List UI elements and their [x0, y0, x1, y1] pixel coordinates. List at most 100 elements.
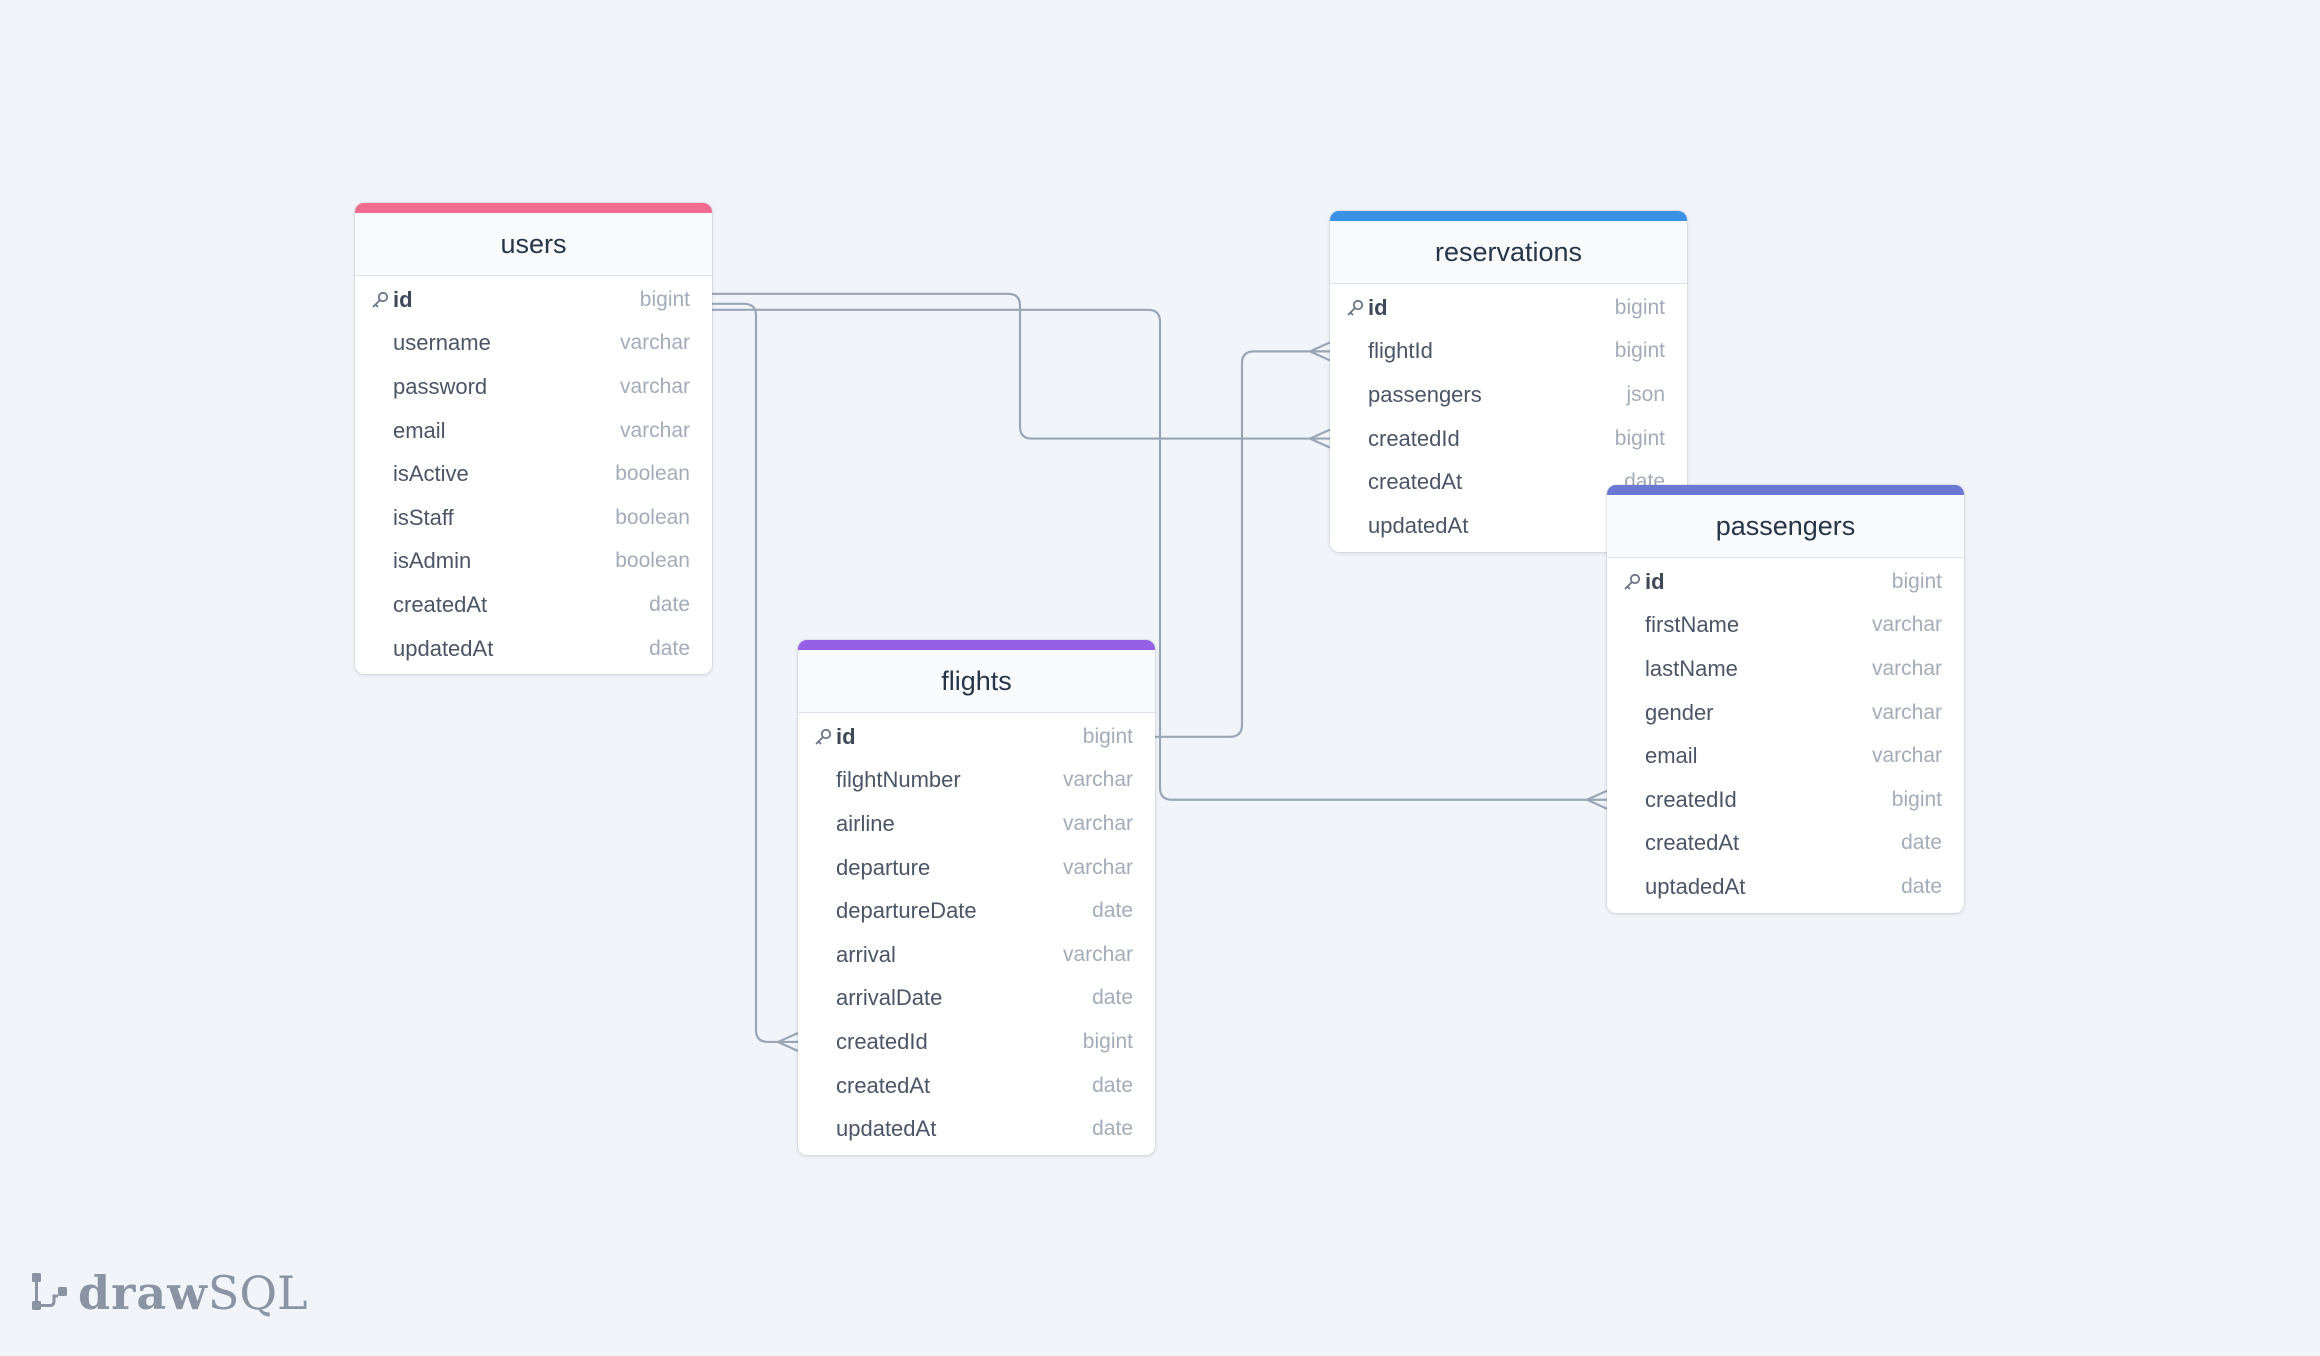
- column-type: bigint: [639, 287, 690, 311]
- column-name: email: [393, 417, 446, 443]
- column-row[interactable]: email varchar: [1607, 734, 1964, 778]
- column-spacer: [1342, 338, 1368, 364]
- column-spacer: [367, 330, 393, 356]
- logo-text-sql: SQL: [207, 1266, 308, 1320]
- column-name: gender: [1645, 699, 1714, 725]
- column-name: isStaff: [393, 504, 454, 530]
- table-accent-bar: [798, 640, 1155, 650]
- table-title[interactable]: flights: [798, 650, 1155, 713]
- column-name: firstName: [1645, 612, 1740, 638]
- column-spacer: [810, 767, 836, 793]
- column-spacer: [810, 1116, 836, 1142]
- column-spacer: [810, 942, 836, 968]
- column-spacer: [1619, 656, 1645, 682]
- column-name: uptadedAt: [1645, 873, 1746, 899]
- column-name: createdId: [836, 1028, 928, 1054]
- column-row[interactable]: email varchar: [355, 409, 712, 453]
- column-spacer: [1342, 382, 1368, 408]
- relation-line[interactable]: [712, 292, 1330, 440]
- column-spacer: [367, 374, 393, 400]
- column-spacer: [1619, 612, 1645, 638]
- crows-foot-marker: [1309, 341, 1331, 362]
- column-name: password: [393, 373, 488, 399]
- column-spacer: [367, 636, 393, 662]
- column-type: varchar: [1871, 656, 1942, 680]
- column-name: createdAt: [1645, 830, 1740, 856]
- relation-line[interactable]: [1155, 350, 1330, 738]
- column-row[interactable]: password varchar: [355, 365, 712, 409]
- column-name: isActive: [393, 461, 469, 487]
- column-name: createdId: [1368, 425, 1460, 451]
- primary-key-icon: [367, 287, 393, 313]
- column-spacer: [810, 898, 836, 924]
- crows-foot-marker: [1309, 428, 1331, 449]
- table-title[interactable]: passengers: [1607, 495, 1964, 558]
- column-type: varchar: [1062, 811, 1133, 835]
- column-type: boolean: [615, 549, 690, 573]
- column-name: id: [836, 723, 856, 749]
- relation-line[interactable]: [712, 302, 798, 1044]
- column-spacer: [367, 418, 393, 444]
- table-accent-bar: [355, 203, 712, 213]
- column-spacer: [367, 592, 393, 618]
- column-type: varchar: [619, 418, 690, 442]
- column-type: varchar: [619, 374, 690, 398]
- column-spacer: [367, 505, 393, 531]
- column-name: updatedAt: [393, 635, 494, 661]
- column-spacer: [810, 985, 836, 1011]
- column-type: boolean: [615, 462, 690, 486]
- column-row[interactable]: isActive boolean: [355, 452, 712, 496]
- column-name: username: [393, 330, 491, 356]
- column-type: boolean: [615, 505, 690, 529]
- column-row[interactable]: isStaff boolean: [355, 496, 712, 540]
- column-type: varchar: [1871, 744, 1942, 768]
- crows-foot-marker: [1586, 789, 1608, 810]
- logo-text-draw: draw: [78, 1266, 208, 1320]
- column-name: arrival: [836, 941, 896, 967]
- column-type: date: [1092, 986, 1133, 1010]
- column-name: email: [1645, 743, 1698, 769]
- column-spacer: [810, 1029, 836, 1055]
- column-name: id: [1368, 294, 1388, 320]
- table-title[interactable]: reservations: [1330, 221, 1687, 284]
- column-spacer: [367, 548, 393, 574]
- primary-key-icon: [810, 724, 836, 750]
- column-name: createdAt: [836, 1072, 931, 1098]
- table-title[interactable]: users: [355, 213, 712, 276]
